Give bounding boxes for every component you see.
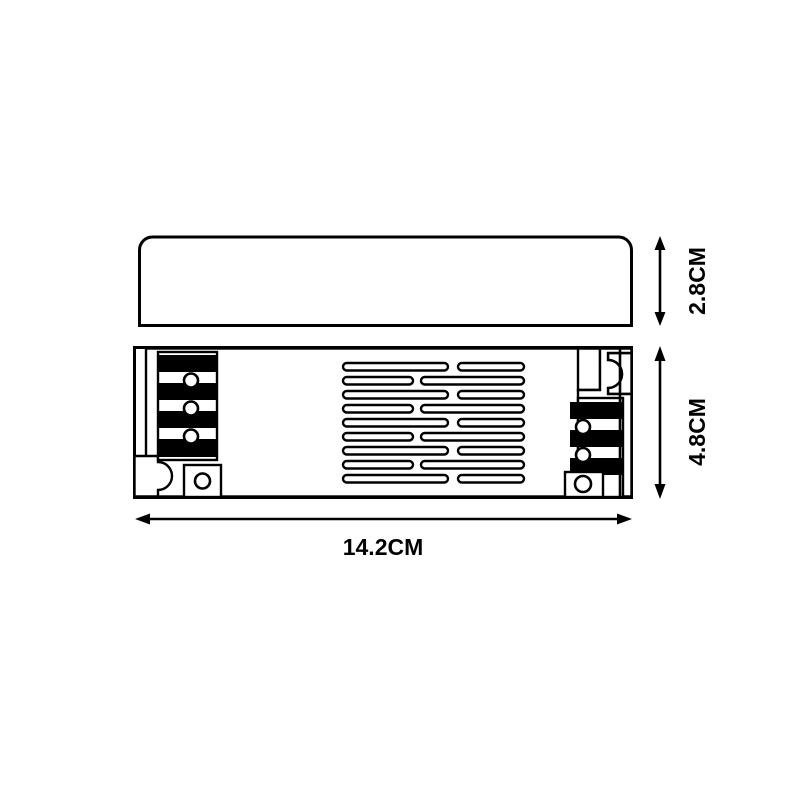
vent-slot-row5-a xyxy=(341,417,450,428)
vent-slot-row1-a xyxy=(341,361,450,372)
left-mounting-screw-box xyxy=(182,463,223,499)
height-arrow-top xyxy=(654,236,666,250)
right-terminal-bar-1 xyxy=(570,402,623,419)
vent-slot-row2-a xyxy=(341,375,415,386)
left-terminal-block xyxy=(156,350,219,462)
left-terminal-screw-3 xyxy=(182,428,200,445)
vent-slot-row8-a xyxy=(341,459,415,470)
vent-slot-row6-b xyxy=(419,431,526,442)
vent-slot-row1-b xyxy=(456,361,526,372)
dimension-height-2-8cm: 2.8CM xyxy=(654,236,710,326)
depth-arrow-bottom xyxy=(654,484,666,499)
height-arrow-bottom xyxy=(654,312,666,326)
depth-arrow-top xyxy=(654,346,666,361)
vent-slot-row4-a xyxy=(341,403,415,414)
right-terminal-block xyxy=(570,396,625,499)
dimension-length-14-2cm: 14.2CM xyxy=(135,513,632,560)
right-mounting-screw-hole xyxy=(573,474,593,494)
left-screw-box-frame xyxy=(182,463,223,499)
left-terminal-screw-1 xyxy=(182,372,200,389)
vent-slot-row2-b xyxy=(419,375,526,386)
vent-slot-row7-a xyxy=(341,445,450,456)
vent-slot-row3-b xyxy=(456,389,526,400)
length-dimension-label: 14.2CM xyxy=(343,534,424,560)
vent-slot-row8-b xyxy=(419,459,526,470)
top-plan-view xyxy=(133,346,633,499)
side-elevation-view xyxy=(138,235,633,327)
right-terminal-screw-2 xyxy=(574,446,592,464)
left-mounting-tab xyxy=(133,454,174,498)
left-terminal-bar-2 xyxy=(158,383,217,400)
left-terminal-screw-2 xyxy=(182,400,200,417)
vent-slot-row7-b xyxy=(456,445,526,456)
depth-dimension-label: 4.8CM xyxy=(684,398,710,466)
right-mounting-screw-box xyxy=(563,470,605,499)
left-terminal-bar-3 xyxy=(158,411,217,428)
dimension-depth-4-8cm: 4.8CM xyxy=(654,346,710,499)
height-dimension-label: 2.8CM xyxy=(684,247,710,315)
length-arrow-right xyxy=(617,513,632,525)
right-terminal-screw-1 xyxy=(574,418,592,436)
vent-slot-row9-a xyxy=(341,473,450,484)
vent-slot-row6-a xyxy=(341,431,415,442)
left-mounting-screw-hole xyxy=(193,472,212,490)
left-terminal-bar-1 xyxy=(158,355,217,372)
vent-slot-row3-a xyxy=(341,389,450,400)
vent-slot-row5-b xyxy=(456,417,526,428)
vent-slot-row9-b xyxy=(456,473,526,484)
vent-slot-row4-b xyxy=(419,403,526,414)
side-view-outline xyxy=(138,235,633,327)
vent-grille xyxy=(341,361,526,484)
length-arrow-left xyxy=(135,513,150,525)
left-terminal-bar-4 xyxy=(158,439,217,457)
